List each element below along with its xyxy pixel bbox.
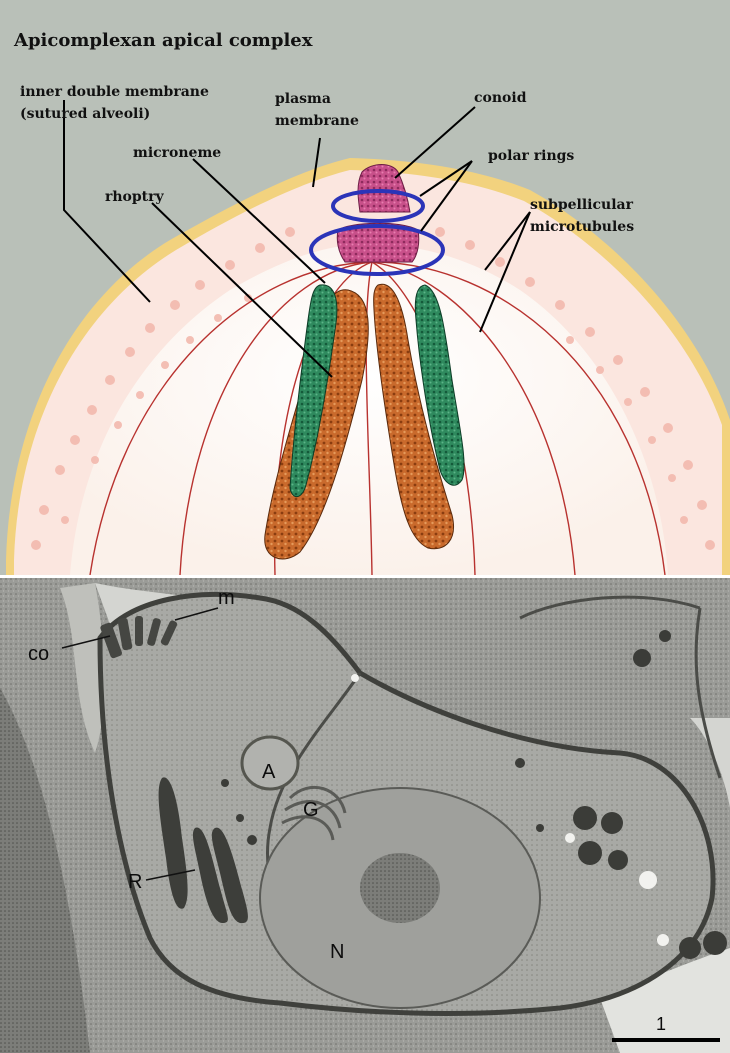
- apical-complex-diagram: Apicomplexan apical complex inner double…: [0, 0, 730, 575]
- nucleolus: [360, 853, 440, 923]
- label-polar-rings: polar rings: [488, 148, 574, 164]
- label-inner-membrane-line1: inner double membrane: [20, 84, 209, 100]
- label-m: m: [218, 587, 235, 609]
- label-g: G: [303, 799, 319, 821]
- label-plasma-line1: plasma: [275, 91, 331, 107]
- label-co: co: [28, 643, 49, 665]
- label-n: N: [330, 941, 344, 963]
- label-inner-membrane-line2: (sutured alveoli): [20, 106, 150, 122]
- scale-bar-label: 1: [656, 1014, 666, 1034]
- label-a: A: [262, 761, 276, 783]
- label-r: R: [128, 871, 142, 893]
- diagram-title: Apicomplexan apical complex: [13, 30, 313, 51]
- label-subpellicular-line2: microtubules: [530, 219, 634, 235]
- label-plasma-line2: membrane: [275, 113, 359, 129]
- label-rhoptry: rhoptry: [105, 189, 165, 205]
- diagram-canvas: Apicomplexan apical complex inner double…: [0, 0, 730, 575]
- electron-micrograph: m co A G R N 1: [0, 578, 730, 1053]
- label-subpellicular-line1: subpellicular: [530, 197, 634, 213]
- label-microneme: microneme: [133, 145, 221, 161]
- label-conoid: conoid: [474, 90, 527, 106]
- micrograph-canvas: m co A G R N 1: [0, 578, 730, 1053]
